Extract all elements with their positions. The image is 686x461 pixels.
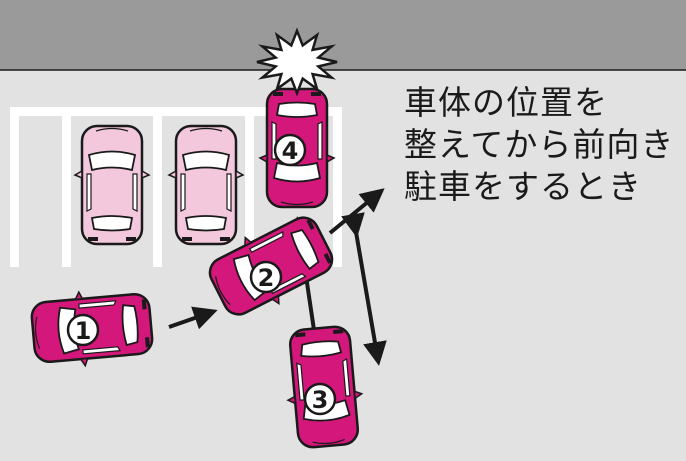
collision-burst-icon <box>256 27 338 97</box>
step-number-1: 1 <box>75 317 92 345</box>
caption-line-2: 整えてから前向き <box>404 125 675 164</box>
caption-line-3: 駐車をするとき <box>404 167 642 206</box>
parking-lines <box>10 107 342 267</box>
arrow-back-and-forth <box>341 212 387 366</box>
wall <box>0 0 686 70</box>
step-number-2: 2 <box>258 264 275 292</box>
caption-line-1: 車体の位置を <box>404 83 608 122</box>
step-number-3: 3 <box>312 386 329 414</box>
parked-car-left <box>73 124 151 246</box>
parked-car-right <box>167 124 245 246</box>
step-number-4: 4 <box>282 137 299 165</box>
step-badge-1: 1 <box>66 313 100 347</box>
step-badge-4: 4 <box>273 133 307 167</box>
arrow-1-to-2 <box>168 306 218 330</box>
diagram-caption: 車体の位置を 整えてから前向き 駐車をするとき <box>404 82 676 208</box>
step-badge-3: 3 <box>303 382 337 416</box>
step-badge-2: 2 <box>249 260 283 294</box>
